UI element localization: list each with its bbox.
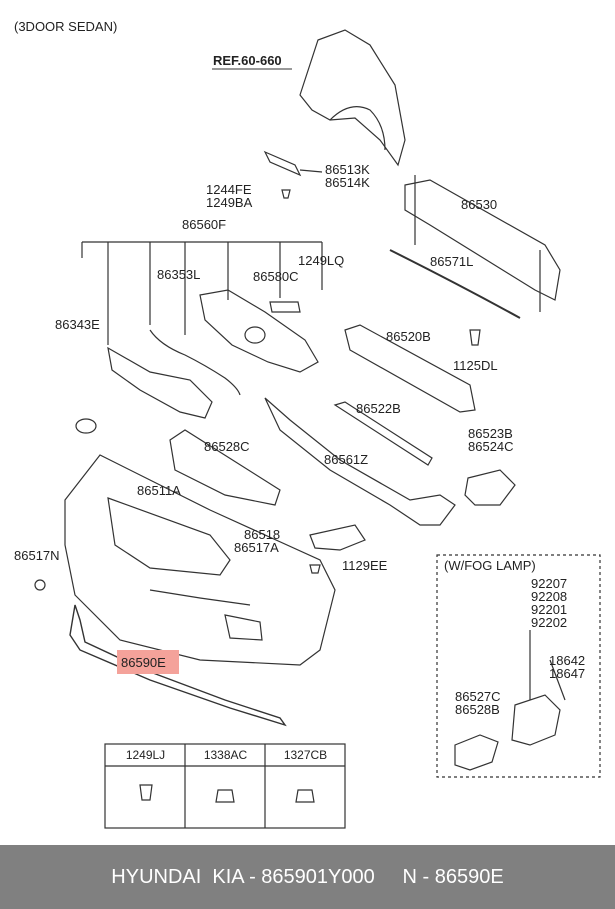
part-86523b: 86523B (468, 426, 513, 441)
part-86522b: 86522B (356, 401, 401, 416)
part-1249lq: 1249LQ (298, 253, 345, 268)
bracket-drawing (263, 150, 302, 177)
part-86580c: 86580C (253, 269, 299, 284)
part-86343e: 86343E (55, 317, 100, 332)
footer-text: HYUNDAI KIA - 865901Y000 N - 86590E (111, 865, 504, 888)
part-92201: 92201 (531, 602, 568, 617)
part-86520b: 86520B (386, 329, 431, 344)
part-86527c: 86527C (455, 689, 501, 704)
energy-absorber-drawing (344, 324, 476, 413)
header-note: (3DOOR SEDAN) (14, 19, 118, 34)
part-86530: 86530 (461, 197, 498, 212)
part-86511a: 86511A (137, 483, 181, 498)
bumper-beam-drawing (404, 179, 561, 301)
part-86560f: 86560F (182, 217, 227, 232)
part-18642: 18642 (549, 653, 586, 668)
part-1249ba: 1249BA (206, 195, 253, 210)
part-86517n: 86517N (14, 548, 60, 563)
bumper-cover-drawing (64, 454, 336, 666)
part-86571l: 86571L (430, 254, 474, 269)
part-86517a: 86517A (234, 540, 279, 555)
lower-grille-drawing (264, 397, 456, 526)
fog-lamp-title: (W/FOG LAMP) (444, 558, 536, 573)
highlighted-part-86590e: 86590E (117, 650, 179, 674)
part-86518: 86518 (244, 527, 281, 542)
parts-diagram (34, 29, 601, 829)
part-86513k: 86513K (325, 162, 370, 177)
part-1244fe: 1244FE (206, 182, 252, 197)
table-header-1338ac: 1338AC (203, 748, 248, 762)
fender-drawing (299, 29, 406, 167)
part-1125dl: 1125DL (453, 358, 498, 373)
part-1129ee: 1129EE (342, 558, 388, 573)
part-92202: 92202 (531, 615, 568, 630)
grille-trim-drawing (107, 346, 213, 419)
lip-spoiler-drawing (69, 604, 287, 727)
part-86590e: 86590E (121, 655, 166, 670)
emblem-drawing (75, 418, 97, 434)
part-18647: 18647 (549, 666, 586, 681)
radiator-grille-drawing (199, 289, 319, 373)
part-86528b: 86528B (455, 702, 500, 717)
table-header-1327cb: 1327CB (283, 748, 328, 762)
part-86353l: 86353L (157, 267, 201, 282)
part-86524c: 86524C (468, 439, 514, 454)
table-header-1249lj: 1249LJ (125, 748, 166, 762)
fastener-table (104, 743, 346, 829)
ref-label: REF.60-660 (213, 53, 282, 68)
part-92207: 92207 (531, 576, 568, 591)
part-86561z: 86561Z (324, 452, 369, 467)
footer-bar: HYUNDAI KIA - 865901Y000 N - 86590E (0, 845, 615, 909)
part-86514k: 86514K (325, 175, 370, 190)
part-86528c: 86528C (204, 439, 250, 454)
part-92208: 92208 (531, 589, 568, 604)
